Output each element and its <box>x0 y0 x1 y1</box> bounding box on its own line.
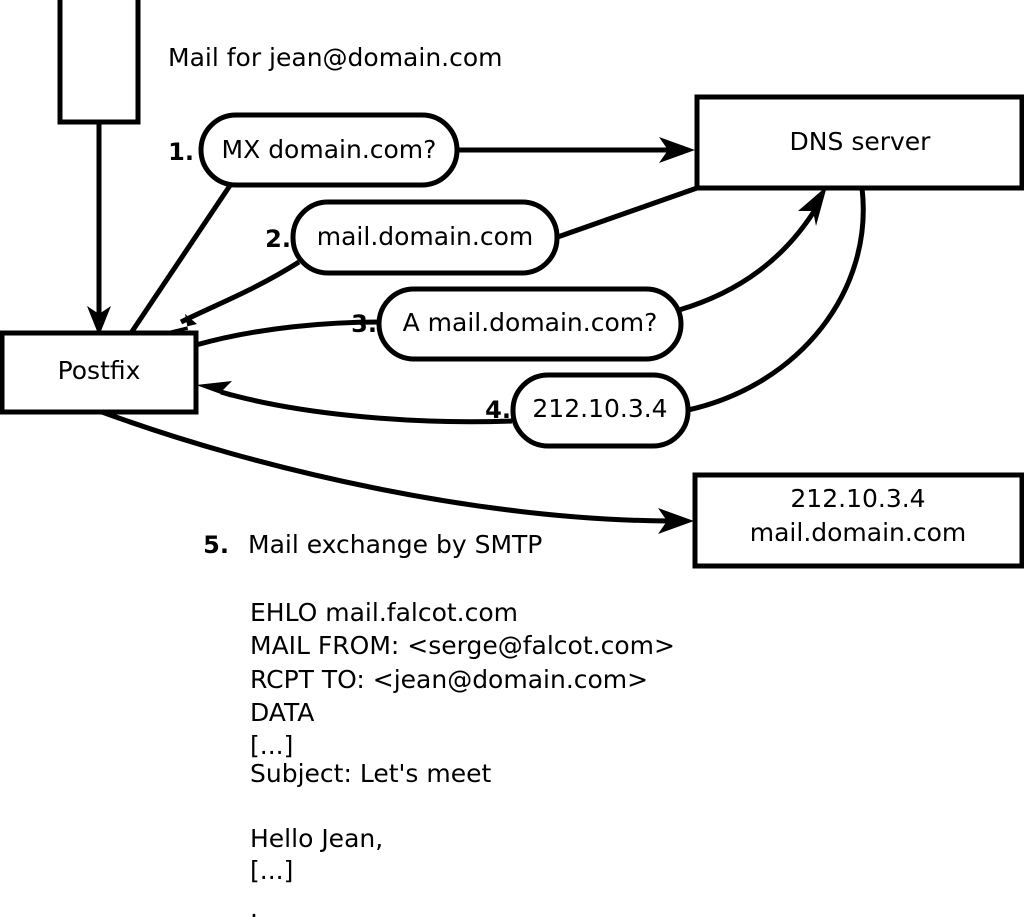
transcript-line-2: MAIL FROM: <serge@falcot.com> <box>250 631 675 660</box>
mail-for-caption: Mail for jean@domain.com <box>168 43 503 72</box>
transcript-line-8: Hello Jean, <box>250 824 383 853</box>
edge-dns-to-step2 <box>551 185 698 242</box>
step-5-number: 5. <box>203 531 229 559</box>
step-1-label: MX domain.com? <box>222 135 437 164</box>
node-remote-mx-host: mail.domain.com <box>750 518 966 547</box>
transcript-line-11: . <box>250 894 258 919</box>
bubble-step-2 <box>290 199 560 276</box>
arrowhead-step3-to-dns <box>798 186 827 226</box>
step-5-label: Mail exchange by SMTP <box>248 530 542 559</box>
bubble-step-3 <box>376 286 684 362</box>
bubble-step-4 <box>510 372 691 449</box>
edge-dns-to-step4 <box>687 187 866 413</box>
edge-postfix-to-step3 <box>195 319 382 348</box>
step-2-number: 2. <box>265 225 291 253</box>
node-remote-mx-ip: 212.10.3.4 <box>790 484 925 513</box>
arrowhead-client-to-postfix <box>87 306 111 336</box>
step-1-number: 1. <box>168 138 194 166</box>
arrowhead-step1-to-dns <box>659 137 695 163</box>
edge-step4-to-postfix <box>220 389 513 425</box>
bubble-step-1 <box>198 112 460 188</box>
node-postfix-box <box>0 330 199 415</box>
transcript-line-6: Subject: Let's meet <box>250 759 491 788</box>
transcript-line-5: [...] <box>250 731 293 760</box>
step-2-label: mail.domain.com <box>317 222 533 251</box>
edge-postfix-to-remote-mx <box>101 409 671 524</box>
step-4-number: 4. <box>485 396 511 424</box>
node-postfix-label: Postfix <box>58 356 141 385</box>
step-3-number: 3. <box>351 310 377 338</box>
transcript-line-4: DATA <box>250 698 314 727</box>
edge-step2-to-postfix <box>179 259 301 325</box>
node-dns-server-box <box>694 94 1024 191</box>
edge-postfix-to-step1 <box>128 182 234 335</box>
step-4-label: 212.10.3.4 <box>532 394 667 423</box>
edge-step3-to-dns <box>678 203 821 313</box>
arrowhead-postfix-to-remote-mx <box>658 508 694 534</box>
transcript-line-9: [...] <box>250 856 293 885</box>
transcript-line-3: RCPT TO: <jean@domain.com> <box>250 665 648 694</box>
transcript-line-1: EHLO mail.falcot.com <box>250 598 518 627</box>
arrowhead-step2-to-postfix <box>160 314 197 333</box>
node-client-box <box>57 0 141 125</box>
node-remote-mx-box <box>692 472 1024 569</box>
node-dns-server-label: DNS server <box>790 127 932 156</box>
step-3-label: A mail.domain.com? <box>403 308 658 337</box>
arrowhead-step4-to-postfix <box>196 381 232 398</box>
